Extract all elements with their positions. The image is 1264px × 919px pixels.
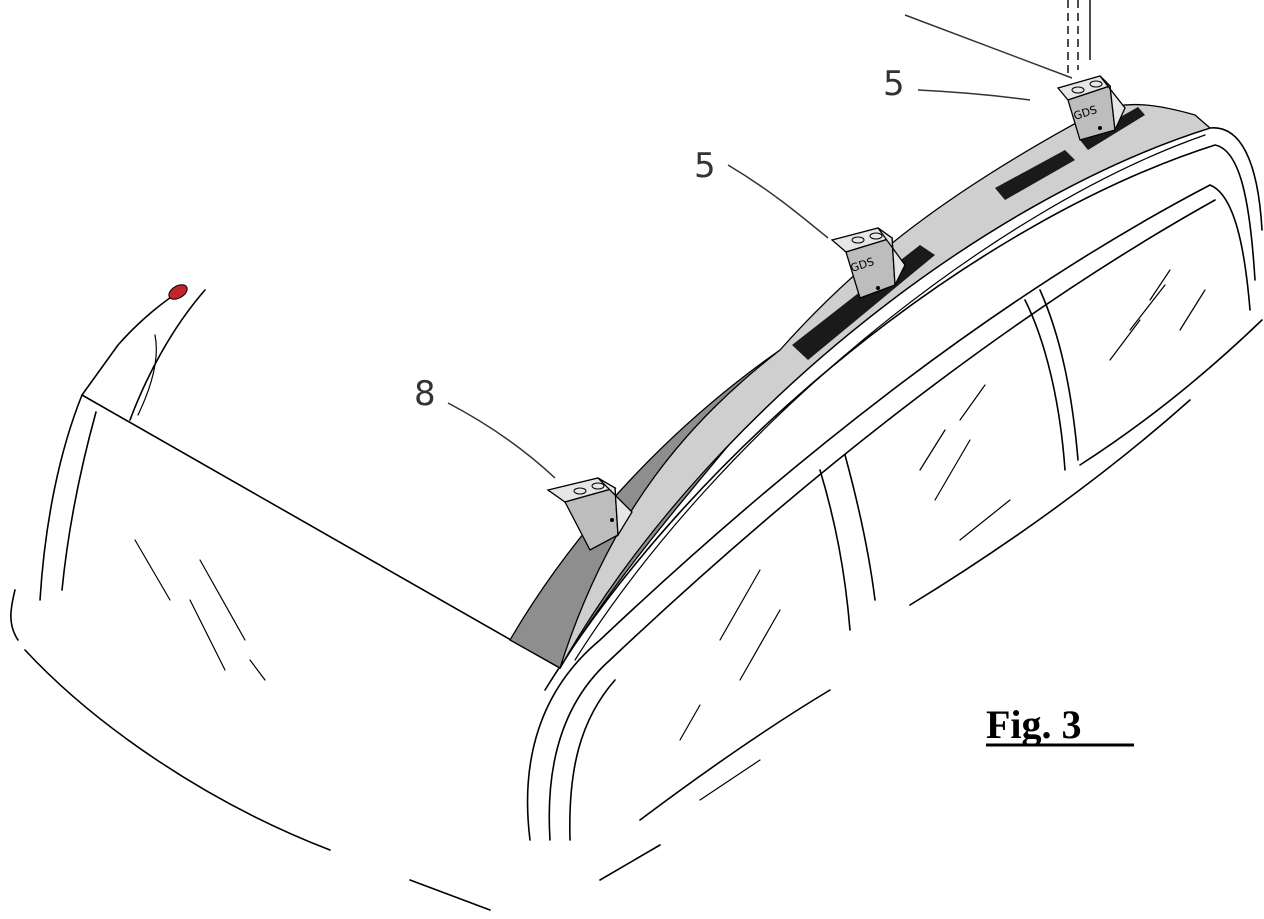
leader-lines [447, 14, 1073, 479]
rail-slot [995, 150, 1075, 200]
mounting-bracket-5-middle: GDS [830, 227, 906, 299]
reference-numeral-5-rear: 5 [883, 64, 905, 104]
roof-rail [509, 103, 1212, 669]
reference-numeral-8: 8 [414, 374, 436, 414]
rail-light-section [559, 103, 1212, 669]
reference-numeral-5-middle: 5 [694, 146, 716, 186]
brake-lamp [168, 284, 188, 300]
figure-caption: Fig. 3 [986, 702, 1082, 747]
mounting-bracket-5-rear: GDS [1056, 0, 1126, 141]
mounting-bracket-8 [546, 477, 633, 551]
